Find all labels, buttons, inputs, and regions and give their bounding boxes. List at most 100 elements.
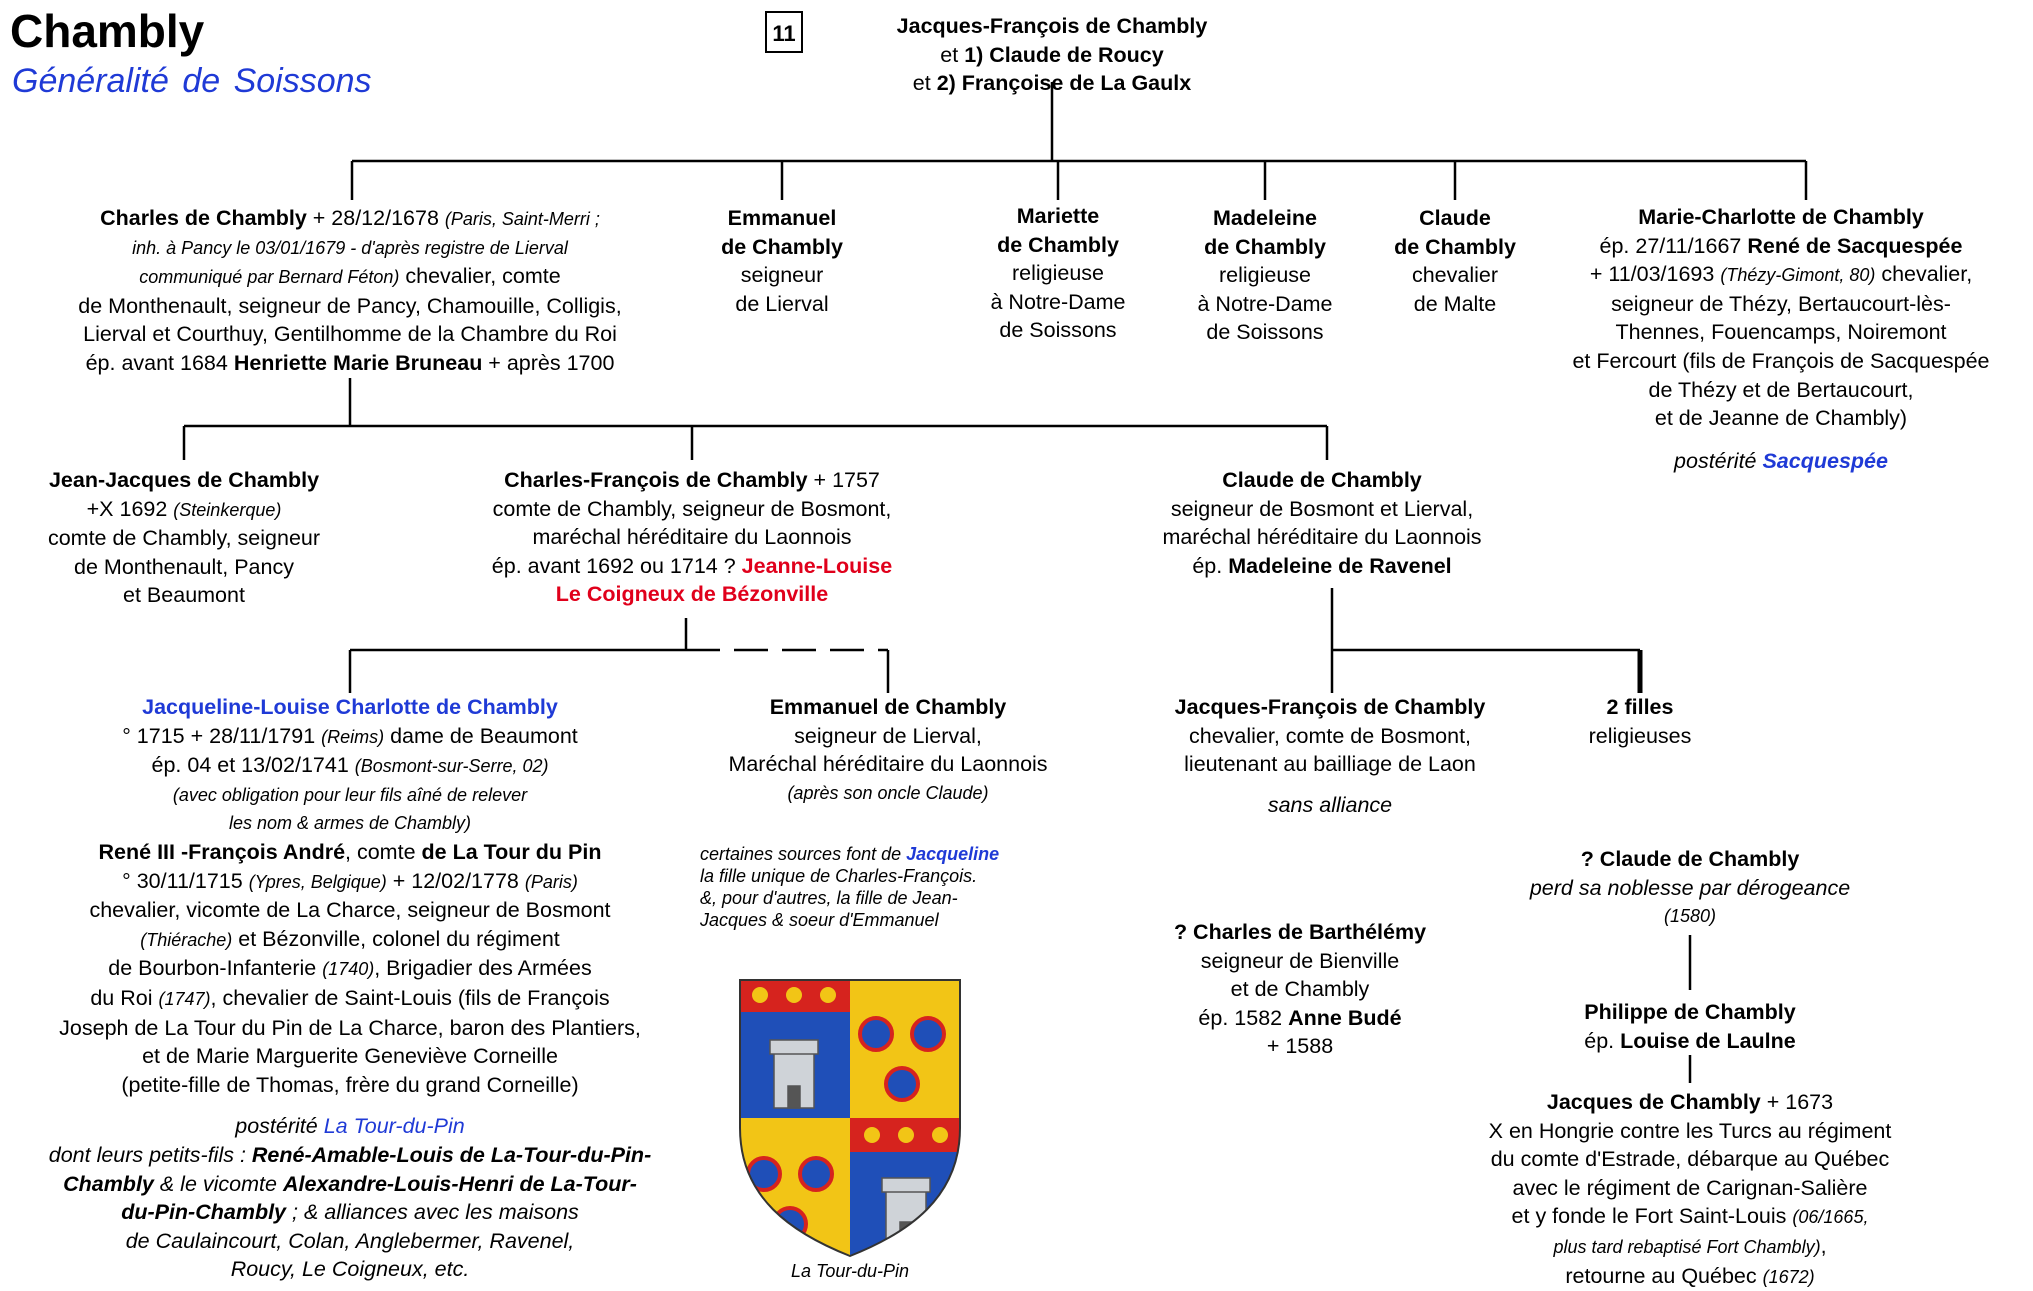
spouse-link[interactable]: Le Coigneux de Bézonville: [555, 582, 829, 607]
text: ép.: [1584, 1028, 1621, 1053]
death-date: + 28/12/1678: [306, 206, 445, 230]
jacques-quebec-node: Jacques de Chambly + 1673 X en Hongrie c…: [1440, 1088, 1940, 1291]
text: lieutenant au bailliage de Laon: [1184, 752, 1476, 777]
claude-malte-node: Claude de Chambly chevalier de Malte: [1355, 204, 1555, 318]
text: chevalier,: [1875, 262, 1973, 287]
text: certaines sources font de: [700, 844, 907, 864]
person-name: Claude de Chambly: [1222, 468, 1422, 492]
text: du Roi: [90, 985, 159, 1010]
posterity-label: postérité: [1674, 448, 1763, 473]
note: (après son oncle Claude): [787, 782, 989, 803]
text: chevalier, comte: [399, 264, 561, 289]
spouse-name: René de Sacquespée: [1747, 233, 1963, 258]
posterity-link[interactable]: Sacquespée: [1762, 448, 1888, 473]
text: + après 1700: [482, 350, 615, 375]
page-subtitle: Généralité de Soissons: [12, 62, 372, 100]
text: et de Jeanne de Chambly): [1654, 406, 1908, 431]
text: Roucy, Le Coigneux, etc.: [230, 1257, 470, 1282]
person-name: Mariette: [1016, 204, 1100, 228]
person-name: Alexandre-Louis-Henri de La-Tour-: [282, 1171, 637, 1196]
text: et Bézonville, colonel du régiment: [232, 926, 560, 951]
root-spouse-1: 1) Claude de Roucy: [964, 42, 1164, 67]
spouse-name: Anne Budé: [1288, 1005, 1402, 1030]
text: religieuse: [1218, 263, 1312, 288]
text: +X 1692: [86, 496, 174, 521]
claude-bosmont-node: Claude de Chambly seigneur de Bosmont et…: [1132, 466, 1512, 580]
person-name: Emmanuel: [727, 206, 837, 230]
note: (1740): [322, 959, 375, 980]
charles-francois-node: Charles-François de Chambly + 1757 comte…: [432, 466, 952, 609]
tower-icon: [881, 1177, 931, 1243]
text: Thennes, Fouencamps, Noiremont: [1615, 320, 1947, 345]
person-name: Jacques-François de Chambly: [1174, 695, 1486, 719]
jacqueline-node: Jacqueline-Louise Charlotte de Chambly °…: [0, 693, 700, 1284]
text: et de Chambly: [1230, 977, 1370, 1002]
text: seigneur de Bienville: [1200, 948, 1400, 973]
spouse-name: René III -François André: [98, 839, 346, 864]
crowns: [752, 987, 948, 1143]
posterity-label: postérité: [235, 1114, 324, 1139]
note: sans alliance: [1267, 792, 1393, 817]
text: ° 30/11/1715: [122, 868, 249, 893]
text: dont leurs petits-fils :: [48, 1142, 252, 1167]
text: seigneur de Thézy, Bertaucourt-lès-: [1611, 291, 1951, 316]
person-name: ? Charles de Barthélémy: [1173, 920, 1427, 944]
root-name: Jacques-François de Chambly: [896, 14, 1208, 38]
note: (Thiérache): [140, 929, 233, 950]
text: dame de Beaumont: [384, 723, 578, 748]
text: ép. 1582: [1198, 1005, 1289, 1030]
text: ,: [1820, 1233, 1827, 1258]
text: de Monthenault, seigneur de Pancy, Chamo…: [78, 293, 622, 318]
person-name: de Chambly: [1204, 234, 1326, 259]
person-name: Claude: [1419, 206, 1491, 230]
person-name: de Chambly: [721, 234, 843, 259]
text: retourne au Québec: [1565, 1263, 1763, 1288]
spouse-link[interactable]: Jeanne-Louise: [741, 553, 893, 578]
text: de Lierval: [735, 291, 829, 316]
person-link[interactable]: Jacqueline-Louise Charlotte de Chambly: [142, 695, 558, 719]
text: de Thézy et de Bertaucourt,: [1648, 377, 1914, 402]
text: Lierval et Courthuy, Gentilhomme de la C…: [83, 322, 617, 347]
emmanuel-node: Emmanuel de Chambly seigneur de Lierval: [682, 204, 882, 318]
note: (Paris): [524, 871, 578, 892]
note: (Thézy-Gimont, 80): [1720, 265, 1876, 286]
philippe-node: Philippe de Chambly ép. Louise de Laulne: [1490, 998, 1890, 1055]
text: ép. 04 et 13/02/1741: [151, 753, 355, 778]
text: chevalier, vicomte de La Charce, seigneu…: [89, 898, 611, 923]
mariette-node: Mariette de Chambly religieuse à Notre-D…: [958, 202, 1158, 345]
tower-icon: [769, 1039, 819, 1109]
text: + 11/03/1693: [1589, 262, 1721, 287]
person-name: Charles-François de Chambly: [504, 468, 808, 492]
note: (06/1665,: [1792, 1207, 1869, 1228]
spouse-name: Madeleine de Ravenel: [1228, 553, 1452, 578]
spouse2-prefix: et: [912, 71, 937, 96]
text: Joseph de La Tour du Pin de La Charce, b…: [59, 1015, 641, 1040]
text: la fille unique de Charles-François.: [700, 866, 978, 886]
text: du comte d'Estrade, débarque au Québec: [1490, 1147, 1890, 1172]
text: maréchal héréditaire du Laonnois: [532, 525, 852, 550]
text: + 1588: [1266, 1034, 1334, 1059]
spouse-name: Louise de Laulne: [1620, 1028, 1796, 1053]
charles-de-chambly-node: Charles de Chambly + 28/12/1678 (Paris, …: [10, 204, 690, 378]
note: (1672): [1762, 1266, 1815, 1287]
text: religieuse: [1011, 261, 1105, 286]
text: comte de Chambly, seigneur: [47, 526, 321, 551]
text: et Beaumont: [123, 583, 245, 608]
person-name: du-Pin-Chambly: [121, 1200, 287, 1225]
text: chevalier, comte de Bosmont,: [1188, 723, 1472, 748]
claude-derogeance-node: ? Claude de Chambly perd sa noblesse par…: [1490, 845, 1890, 931]
person-name: Marie-Charlotte de Chambly: [1638, 205, 1924, 229]
sources-note: certaines sources font de Jacqueline la …: [700, 843, 1080, 931]
text: , Brigadier des Armées: [374, 956, 592, 981]
text: + 12/02/1778: [386, 868, 525, 893]
text: de Malte: [1413, 291, 1497, 316]
death-date: + 1757: [807, 468, 880, 492]
text: comte de Chambly, seigneur de Bosmont,: [492, 496, 892, 521]
text: de Soissons: [999, 318, 1117, 343]
text: , chevalier de Saint-Louis (fils de Fran…: [210, 985, 610, 1010]
person-link[interactable]: Jacqueline: [906, 844, 1000, 864]
posterity-link[interactable]: La Tour-du-Pin: [323, 1114, 465, 1139]
filles-node: 2 filles religieuses: [1540, 693, 1740, 750]
text: ép. avant 1684: [85, 350, 234, 375]
